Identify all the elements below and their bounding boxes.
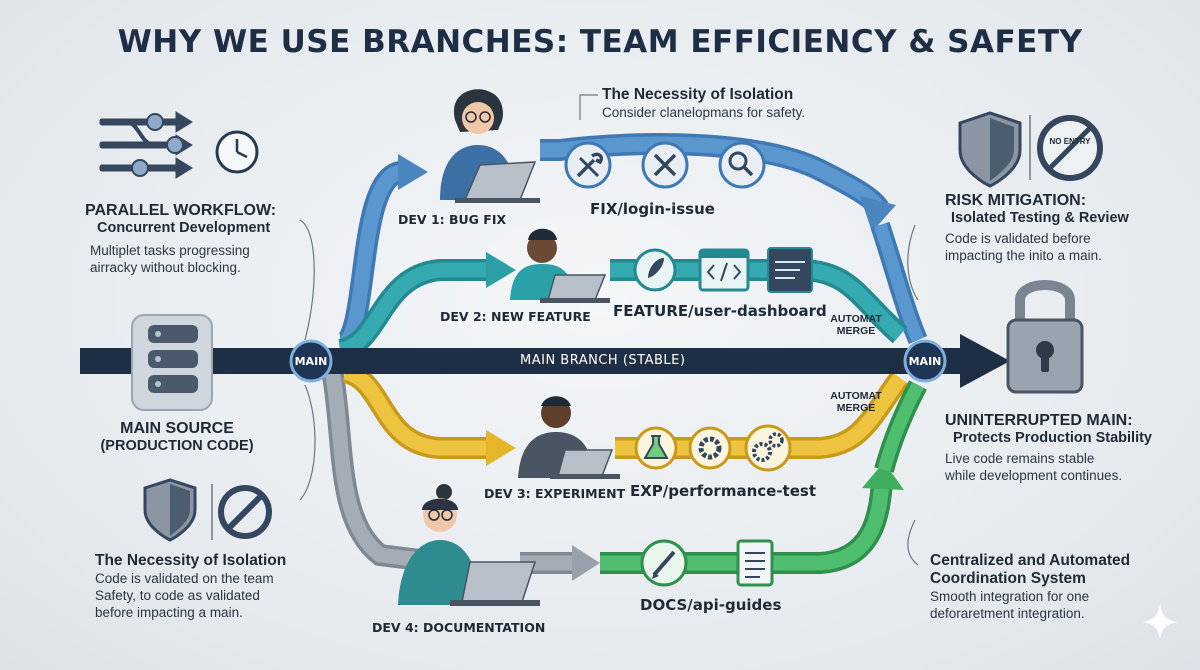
coordination-heading-line-2: Coordination System xyxy=(930,570,1086,587)
uninterrupted-body-line-1: Live code remains stable xyxy=(945,451,1095,466)
gear-icon xyxy=(688,426,732,470)
wrench-icon xyxy=(564,141,612,189)
dev3-avatar xyxy=(518,396,620,479)
ban-icon-bottom xyxy=(218,485,272,539)
risk-heading: RISK MITIGATION: xyxy=(945,192,1087,209)
main-branch-label: MAIN BRANCH (STABLE) xyxy=(520,353,686,368)
page-title: WHY WE USE BRANCHES: TEAM EFFICIENCY & S… xyxy=(117,24,1083,60)
gears-icon xyxy=(744,424,792,472)
coordination-body-line-2: deforaretment integration. xyxy=(930,606,1085,621)
branch-docs-path xyxy=(600,380,927,574)
isolation-bottom-line-2: Safety, to code as validated xyxy=(95,588,260,603)
top-connector xyxy=(579,94,598,120)
main-node-right-label: MAIN xyxy=(908,355,942,368)
risk-mitigation-panel: RISK MITIGATION: Isolated Testing & Revi… xyxy=(945,192,1185,264)
dev4-avatar xyxy=(398,484,540,606)
branch-feature-path xyxy=(337,252,908,361)
risk-subheading: Isolated Testing & Review xyxy=(951,210,1129,226)
merge-label-1-line-1: AUTOMAT xyxy=(830,313,882,325)
uninterrupted-panel: UNINTERRUPTED MAIN: Protects Production … xyxy=(945,412,1195,484)
dev2-avatar xyxy=(510,228,610,303)
main-node-right xyxy=(903,339,947,383)
parallel-body-line-1: Multiplet tasks progressing xyxy=(90,243,250,258)
branch-docs-name: DOCS/api-guides xyxy=(640,596,782,614)
parallel-workflow-panel: PARALLEL WORKFLOW: Concurrent Developmen… xyxy=(85,202,315,276)
merge-label-2-line-2: MERGE xyxy=(836,402,876,414)
magnifier-icon xyxy=(718,141,766,189)
isolation-bottom-line-1: Code is validated on the team xyxy=(95,571,274,586)
isolation-bottom-heading: The Necessity of Isolation xyxy=(95,552,287,569)
risk-body-line-1: Code is validated before xyxy=(945,231,1091,246)
parallel-subheading: Concurrent Development xyxy=(97,220,271,236)
isolation-top-heading: The Necessity of Isolation xyxy=(602,86,794,103)
uninterrupted-body-line-2: while development continues. xyxy=(945,468,1123,483)
no-entry-label: NO ENTRY xyxy=(1049,137,1091,146)
parallel-body-line-2: airracky without blocking. xyxy=(90,260,241,275)
terminal-icon xyxy=(767,247,813,293)
merge-label-2: AUTOMAT MERGE xyxy=(825,390,887,414)
isolation-bottom-line-3: before impacting a main. xyxy=(95,605,243,620)
uninterrupted-heading: UNINTERRUPTED MAIN: xyxy=(945,412,1133,429)
parallel-arrows-icon xyxy=(99,111,193,179)
dev1-label: DEV 1: BUG FIX xyxy=(398,212,507,227)
main-node-left xyxy=(289,339,333,383)
database-icon xyxy=(131,314,213,411)
sparkle-icon xyxy=(1142,604,1178,640)
main-branch-band xyxy=(80,334,1010,388)
clock-icon xyxy=(215,130,259,174)
merge-label-1-line-2: MERGE xyxy=(836,325,876,337)
coordination-panel: Centralized and Automated Coordination S… xyxy=(930,552,1180,622)
branch-exp-path xyxy=(341,361,909,466)
tools-icon xyxy=(641,141,689,189)
dev3-label: DEV 3: EXPERIMENT xyxy=(484,486,626,501)
main-source-panel: MAIN SOURCE (PRODUCTION CODE) xyxy=(82,420,272,454)
risk-body-line-2: impacting the inito a main. xyxy=(945,248,1102,263)
coordination-heading-line-1: Centralized and Automated xyxy=(930,552,1131,569)
code-window-icon xyxy=(698,248,750,292)
main-source-line-1: MAIN SOURCE xyxy=(120,420,234,437)
no-entry-icon xyxy=(1037,115,1103,181)
branch-exp-name: EXP/performance-test xyxy=(630,482,816,500)
padlock-icon xyxy=(1006,280,1084,394)
dev4-label: DEV 4: DOCUMENTATION xyxy=(372,620,546,635)
shield-icon-top xyxy=(958,111,1022,188)
isolation-bottom-panel: The Necessity of Isolation Code is valid… xyxy=(95,552,345,621)
dev1-avatar xyxy=(440,89,540,203)
shield-icon-bottom xyxy=(143,478,197,542)
merge-label-1: AUTOMAT MERGE xyxy=(825,313,887,337)
pen-icon xyxy=(640,539,688,587)
flask-icon xyxy=(634,426,678,470)
fix-start-arrow xyxy=(398,154,428,190)
branch-fix-name: FIX/login-issue xyxy=(590,200,715,218)
connector-lines xyxy=(299,94,919,566)
isolation-top-panel: The Necessity of Isolation Consider clan… xyxy=(602,86,902,121)
merge-label-2-line-1: AUTOMAT xyxy=(830,390,882,402)
main-source-line-2: (PRODUCTION CODE) xyxy=(100,438,254,454)
dev2-label: DEV 2: NEW FEATURE xyxy=(440,309,591,324)
document-icon xyxy=(736,539,774,587)
rocket-icon xyxy=(633,248,677,292)
main-node-left-label: MAIN xyxy=(294,355,328,368)
uninterrupted-subheading: Protects Production Stability xyxy=(953,430,1152,446)
parallel-heading: PARALLEL WORKFLOW: xyxy=(85,202,277,219)
coordination-body-line-1: Smooth integration for one xyxy=(930,589,1090,604)
isolation-top-body: Consider clanelopmans for safety. xyxy=(602,105,806,120)
branch-feature-name: FEATURE/user-dashboard xyxy=(613,302,827,320)
